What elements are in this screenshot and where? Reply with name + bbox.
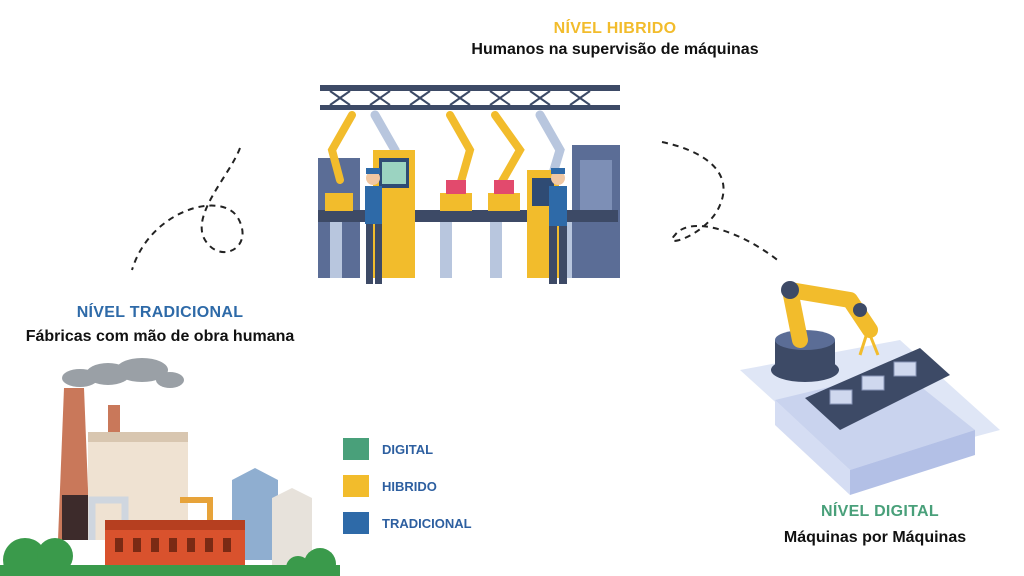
legend-item-digital: DIGITAL: [343, 438, 433, 460]
traditional-level-subtitle: Fábricas com mão de obra humana: [25, 328, 295, 345]
traditional-level-title: NÍVEL TRADICIONAL: [76, 304, 244, 321]
legend-label-digital: DIGITAL: [382, 441, 434, 457]
right-dashed-connector: [661, 141, 781, 263]
legend-swatch-tradicional: [343, 512, 369, 534]
hybrid-level-subtitle: Humanos na supervisão de máquinas: [471, 41, 759, 58]
legend-swatch-digital: [343, 438, 369, 460]
legend-swatch-hibrido: [343, 475, 369, 497]
legend-label-tradicional: TRADICIONAL: [382, 515, 472, 531]
left-dashed-connector: [131, 147, 244, 271]
hybrid-level-title: NÍVEL HIBRIDO: [553, 20, 677, 37]
legend-item-tradicional: TRADICIONAL: [343, 512, 472, 534]
digital-level-subtitle: Máquinas por Máquinas: [783, 529, 967, 546]
legend-label-hibrido: HIBRIDO: [382, 478, 437, 494]
legend-item-hibrido: HIBRIDO: [343, 475, 437, 497]
digital-level-title: NÍVEL DIGITAL: [821, 503, 939, 520]
